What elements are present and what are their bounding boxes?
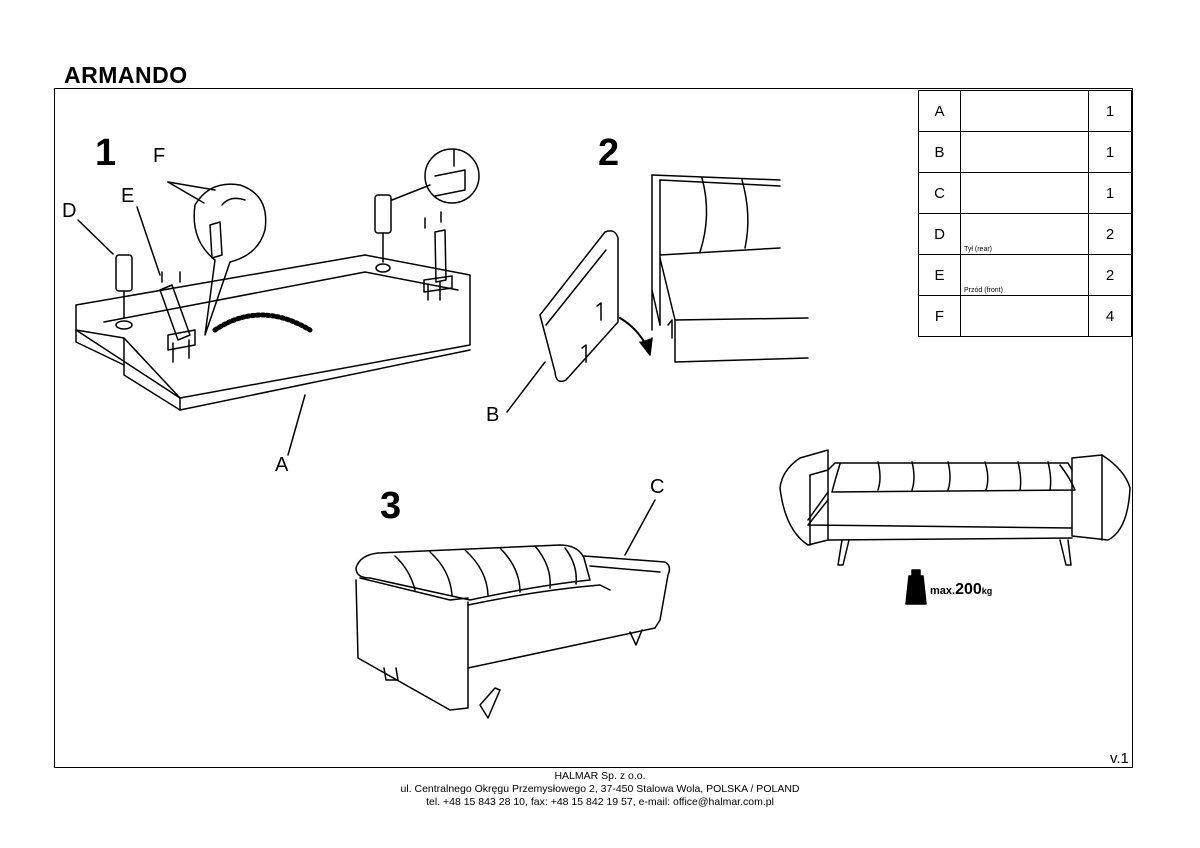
part-image-rear-leg: Tył (rear) — [960, 213, 1089, 255]
parts-row: C 1 — [918, 172, 1132, 214]
part-image-backrest — [960, 131, 1089, 173]
part-note: Tył (rear) — [964, 246, 992, 253]
parts-row: A 1 — [918, 90, 1132, 132]
step-number-1: 1 — [95, 132, 117, 174]
document-title: ARMANDO — [64, 62, 188, 88]
footer-address: ul. Centralnego Okręgu Przemysłowego 2, … — [400, 783, 800, 795]
part-image-front-leg: Przód (front) — [960, 254, 1089, 296]
step2-backrest-illustration — [506, 174, 809, 413]
label-e: E — [121, 185, 135, 207]
part-letter: D — [918, 213, 961, 255]
instruction-frame — [54, 88, 1133, 768]
footer-contact: tel. +48 15 843 28 10, fax: +48 15 842 1… — [426, 796, 774, 808]
part-letter: A — [918, 90, 961, 132]
parts-row: F 4 — [918, 295, 1132, 337]
part-letter: B — [918, 131, 961, 173]
max-load-value: 200 — [955, 581, 982, 598]
max-load-label: max.200kg — [930, 581, 992, 599]
step3-sofa-illustration — [355, 499, 671, 719]
part-image-screw — [960, 295, 1089, 337]
part-image-panel — [960, 172, 1089, 214]
part-note: Przód (front) — [964, 287, 1003, 294]
version-label: v.1 — [1110, 750, 1129, 767]
label-f: F — [153, 145, 166, 167]
part-letter: C — [918, 172, 961, 214]
label-c: C — [650, 476, 665, 498]
parts-row: D Tył (rear) 2 — [918, 213, 1132, 255]
max-load-unit: kg — [981, 586, 993, 596]
weight-icon — [905, 569, 927, 605]
part-qty: 2 — [1088, 254, 1132, 296]
footer-company: HALMAR Sp. z o.o. — [554, 770, 646, 782]
part-qty: 1 — [1088, 131, 1132, 173]
part-qty: 1 — [1088, 90, 1132, 132]
part-qty: 1 — [1088, 172, 1132, 214]
label-a: A — [275, 454, 289, 476]
label-d: D — [62, 200, 77, 222]
parts-table: A 1 B 1 C 1 D Tył (rear) 2 E Przód (fron… — [918, 90, 1132, 337]
part-qty: 2 — [1088, 213, 1132, 255]
parts-row: E Przód (front) 2 — [918, 254, 1132, 296]
label-b: B — [486, 404, 500, 426]
parts-row: B 1 — [918, 131, 1132, 173]
part-letter: F — [918, 295, 961, 337]
sofa-bed-illustration — [779, 449, 1131, 566]
step1-sofa-illustration — [75, 148, 480, 456]
step-number-2: 2 — [598, 132, 620, 174]
part-qty: 4 — [1088, 295, 1132, 337]
part-image-sofa — [960, 90, 1089, 132]
step-number-3: 3 — [380, 485, 402, 527]
part-letter: E — [918, 254, 961, 296]
footer: HALMAR Sp. z o.o. ul. Centralnego Okręgu… — [0, 770, 1200, 809]
max-load-prefix: max. — [930, 585, 956, 597]
